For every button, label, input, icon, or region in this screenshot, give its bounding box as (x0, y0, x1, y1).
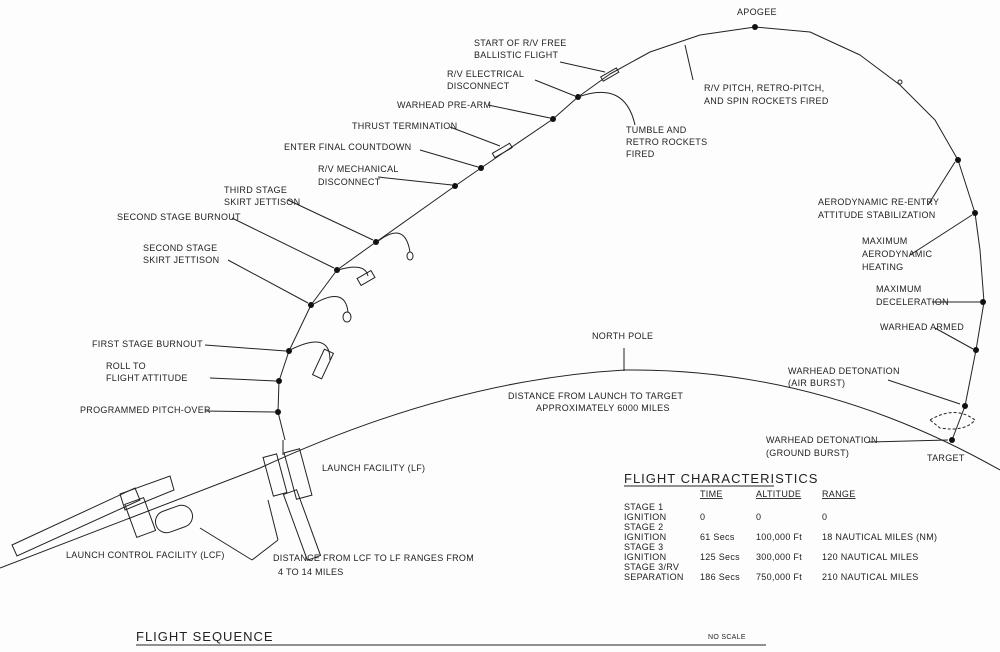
cell-time: 186 Secs (700, 572, 740, 582)
cell-time: 0 (700, 512, 705, 522)
label-target: TARGET (927, 453, 965, 463)
header-time: TIME (700, 489, 723, 499)
row-stage-label: STAGE 2 (624, 522, 663, 532)
label-max-decel-2: DECELERATION (876, 297, 949, 307)
label-start-free-2: BALLISTIC FLIGHT (474, 50, 559, 60)
label-max-heating: MAXIMUM (862, 236, 908, 246)
label-air-burst: WARHEAD DETONATION (788, 366, 900, 376)
label-apogee: APOGEE (737, 7, 777, 17)
cell-range: 120 NAUTICAL MILES (822, 552, 919, 562)
row-stage-label-2: SEPARATION (624, 572, 684, 582)
label-rv-mechanical: R/V MECHANICAL (318, 164, 399, 174)
row-stage-label-2: IGNITION (624, 532, 666, 542)
label-aero-reentry-2: ATTITUDE STABILIZATION (818, 210, 936, 220)
label-aero-reentry: AERODYNAMIC RE-ENTRY (818, 197, 939, 207)
label-max-heating-3: HEATING (862, 262, 903, 272)
label-second-burnout: SECOND STAGE BURNOUT (117, 212, 241, 222)
label-roll-2: FLIGHT ATTITUDE (106, 373, 188, 383)
label-third-skirt-2: SKIRT JETTISON (224, 197, 300, 207)
label-north-pole: NORTH POLE (592, 331, 653, 341)
jettisoned-stages (289, 67, 976, 430)
label-tumble-2: RETRO ROCKETS (626, 137, 707, 147)
ground-labels: NORTH POLE DISTANCE FROM LAUNCH TO TARGE… (66, 331, 683, 577)
earth-surface (0, 369, 1000, 569)
label-lcf: LAUNCH CONTROL FACILITY (LCF) (66, 550, 225, 560)
label-warhead-prearm: WARHEAD PRE-ARM (397, 100, 491, 110)
label-distance-2: APPROXIMATELY 6000 MILES (536, 403, 670, 413)
label-pitch-over: PROGRAMMED PITCH-OVER (80, 405, 211, 415)
label-start-free: START OF R/V FREE (474, 38, 567, 48)
label-tumble-3: FIRED (626, 149, 655, 159)
label-distance: DISTANCE FROM LAUNCH TO TARGET (508, 391, 683, 401)
label-first-burnout: FIRST STAGE BURNOUT (92, 339, 203, 349)
label-rv-mechanical-2: DISCONNECT (318, 177, 381, 187)
label-tumble: TUMBLE AND (626, 125, 687, 135)
label-max-heating-2: AERODYNAMIC (862, 249, 933, 259)
row-stage-label-2: IGNITION (624, 512, 666, 522)
label-third-skirt: THIRD STAGE (224, 185, 287, 195)
trajectory (277, 26, 985, 441)
label-ground-burst-2: (GROUND BURST) (766, 448, 849, 458)
cell-altitude: 100,000 Ft (756, 532, 802, 542)
label-second-skirt-2: SKIRT JETTISON (143, 255, 219, 265)
row-stage-label-2: IGNITION (624, 552, 666, 562)
row-stage-label: STAGE 3 (624, 542, 663, 552)
header-altitude: ALTITUDE (756, 489, 801, 499)
cell-range: 0 (822, 512, 827, 522)
label-max-decel: MAXIMUM (876, 284, 922, 294)
label-thrust-termination: THRUST TERMINATION (352, 121, 457, 131)
event-labels: APOGEE START OF R/V FREE BALLISTIC FLIGH… (80, 7, 965, 463)
label-lcf-lf-distance-2: 4 TO 14 MILES (278, 567, 344, 577)
label-roll: ROLL TO (106, 361, 146, 371)
leader-lines (199, 44, 980, 561)
table-title: FLIGHT CHARACTERISTICS (624, 471, 818, 486)
flight-characteristics-table: FLIGHT CHARACTERISTICS TIME ALTITUDE RAN… (624, 471, 937, 582)
event-dots (275, 24, 986, 443)
label-rv-pitch-2: AND SPIN ROCKETS FIRED (704, 96, 829, 106)
label-ground-burst: WARHEAD DETONATION (766, 435, 878, 445)
scale-note: NO SCALE (708, 634, 746, 641)
cell-range: 210 NAUTICAL MILES (822, 572, 919, 582)
label-launch-facility: LAUNCH FACILITY (LF) (322, 463, 425, 473)
label-final-countdown: ENTER FINAL COUNTDOWN (284, 142, 411, 152)
cell-altitude: 300,000 Ft (756, 552, 802, 562)
launch-control-facility-drawing (11, 475, 194, 557)
header-range: RANGE (822, 489, 856, 499)
cell-altitude: 0 (756, 512, 761, 522)
row-stage-label: STAGE 3/RV (624, 562, 679, 572)
diagram-title: FLIGHT SEQUENCE (136, 629, 274, 644)
cell-time: 61 Secs (700, 532, 735, 542)
row-stage-label: STAGE 1 (624, 502, 663, 512)
label-warhead-armed: WARHEAD ARMED (880, 322, 964, 332)
label-lcf-lf-distance: DISTANCE FROM LCF TO LF RANGES FROM (273, 553, 474, 563)
cell-range: 18 NAUTICAL MILES (NM) (822, 532, 937, 542)
label-second-skirt: SECOND STAGE (143, 243, 217, 253)
label-rv-pitch: R/V PITCH, RETRO-PITCH, (704, 83, 824, 93)
label-air-burst-2: (AIR BURST) (788, 378, 845, 388)
label-rv-electrical: R/V ELECTRICAL (447, 69, 524, 79)
label-rv-electrical-2: DISCONNECT (447, 81, 510, 91)
launch-facility-drawing (262, 440, 322, 561)
cell-time: 125 Secs (700, 552, 740, 562)
cell-altitude: 750,000 Ft (756, 572, 802, 582)
